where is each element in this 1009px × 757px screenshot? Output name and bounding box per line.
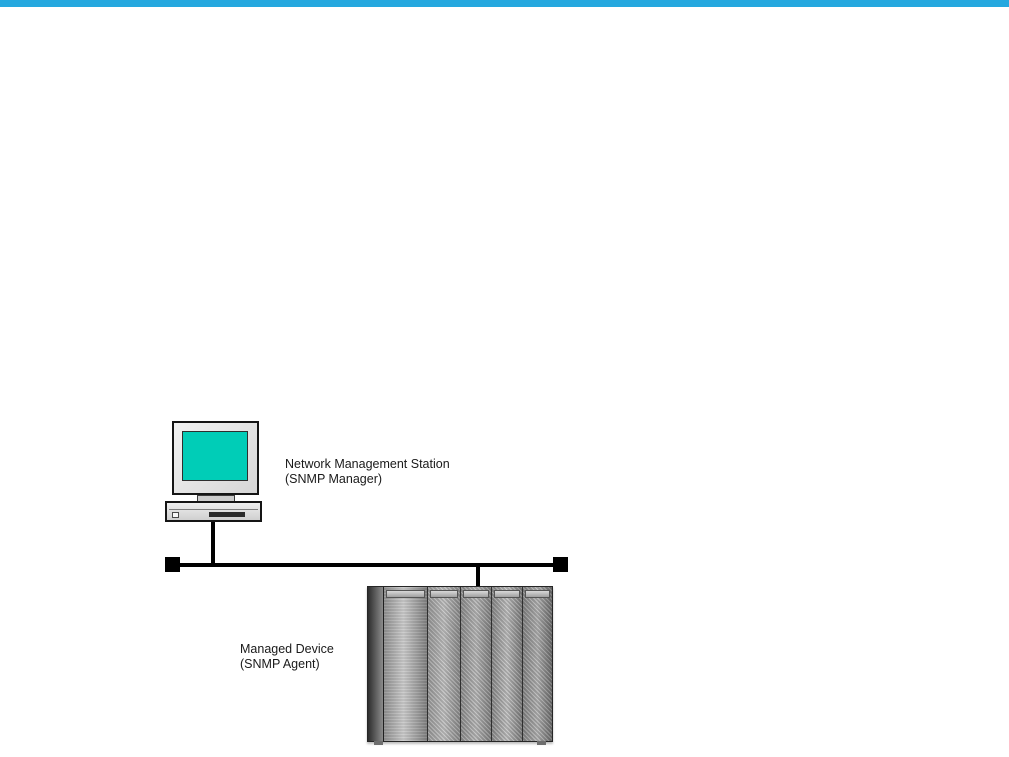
managed-device-label: Managed Device (SNMP Agent): [240, 642, 334, 672]
rack-foot: [374, 741, 383, 745]
bus-terminator-right: [553, 557, 568, 572]
network-bus-line: [172, 563, 562, 567]
nms-label: Network Management Station (SNMP Manager…: [285, 457, 450, 487]
workstation-monitor-icon: [172, 421, 259, 495]
case-disk-slot: [209, 512, 245, 517]
rack-door-panel: [461, 587, 492, 741]
rack-door-panel: [492, 587, 523, 741]
monitor-screen: [182, 431, 248, 481]
rack-door-panel: [384, 587, 428, 741]
case-power-button: [172, 512, 179, 518]
workstation-bus-connector-line: [211, 522, 215, 565]
case-groove: [169, 509, 258, 510]
workstation-case-icon: [165, 501, 262, 522]
nms-label-line1: Network Management Station: [285, 457, 450, 471]
rack-door-panel: [523, 587, 552, 741]
device-bus-connector-line: [476, 567, 480, 588]
rack-side-panel: [368, 587, 384, 741]
top-accent-bar: [0, 0, 1009, 7]
nms-label-line2: (SNMP Manager): [285, 472, 383, 486]
rack-foot: [537, 741, 546, 745]
managed-device-label-line2: (SNMP Agent): [240, 657, 320, 671]
managed-device-label-line1: Managed Device: [240, 642, 334, 656]
server-rack-icon: [367, 586, 553, 745]
rack-door-panel: [428, 587, 461, 741]
